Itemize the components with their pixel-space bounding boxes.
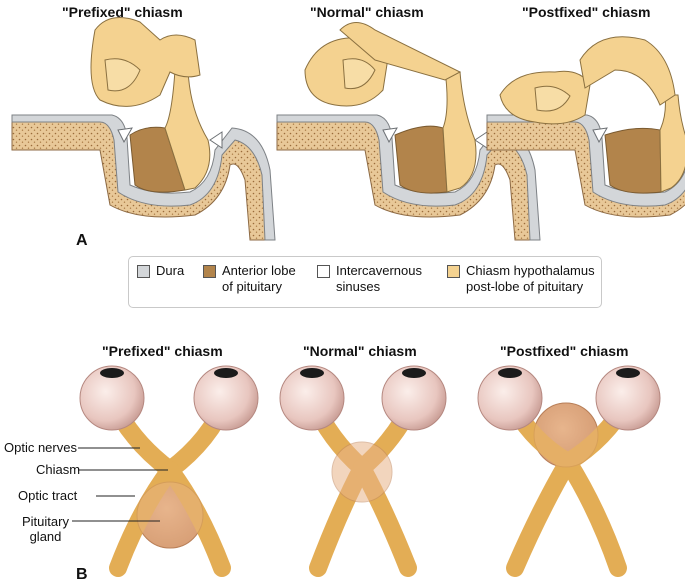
eyeball-right bbox=[381, 365, 447, 431]
legend-item-dura: Dura bbox=[137, 263, 184, 279]
legend-label-chiasm-hypothalamus: Chiasm hypothalamus post-lobe of pituita… bbox=[466, 263, 595, 294]
prefixed-optic-diagram bbox=[79, 365, 259, 577]
pituitary-gland-overlay bbox=[136, 481, 204, 549]
pituitary-gland-overlay bbox=[533, 402, 599, 468]
optic-tract-right bbox=[161, 461, 231, 577]
legend-item-chiasm-hypothalamus: Chiasm hypothalamus post-lobe of pituita… bbox=[447, 263, 595, 295]
pupil-right bbox=[402, 368, 426, 378]
label-pituitary-gland: Pituitary gland bbox=[22, 514, 69, 544]
legend-swatch-dura bbox=[137, 265, 150, 278]
panel-a-letter: A bbox=[76, 232, 88, 249]
panel-b-title-postfixed: "Postfixed" chiasm bbox=[500, 343, 629, 359]
intercavernous-sinus bbox=[382, 127, 398, 144]
legend-swatch-chiasm-hypothalamus bbox=[447, 265, 460, 278]
postfixed-optic-diagram bbox=[477, 365, 661, 577]
legend-item-intercavernous-sinuses: Intercavernous sinuses bbox=[317, 263, 422, 295]
panel-a-title-normal: "Normal" chiasm bbox=[310, 4, 424, 20]
panel-b-letter: B bbox=[76, 566, 88, 583]
normal-optic-diagram bbox=[279, 365, 447, 577]
panel-a-title-postfixed: "Postfixed" chiasm bbox=[522, 4, 651, 20]
prefixed-sagittal-diagram bbox=[11, 17, 276, 241]
pupil-right bbox=[214, 368, 238, 378]
legend-swatch-anterior-lobe bbox=[203, 265, 216, 278]
normal-sagittal-diagram bbox=[276, 22, 541, 241]
pupil-left bbox=[498, 368, 522, 378]
eyeball-left bbox=[79, 365, 145, 431]
eyeball-left bbox=[279, 365, 345, 431]
pupil-left bbox=[300, 368, 324, 378]
optic-tract-left bbox=[506, 453, 577, 577]
panel-a-sagittal-illustration bbox=[11, 17, 685, 241]
label-optic-tract: Optic tract bbox=[18, 488, 78, 503]
optic-tract-right bbox=[559, 453, 627, 577]
legend-label-intercavernous-sinuses: Intercavernous sinuses bbox=[336, 263, 422, 294]
legend-label-dura: Dura bbox=[156, 263, 185, 278]
pupil-left bbox=[100, 368, 124, 378]
intercavernous-sinus bbox=[592, 127, 608, 144]
legend-label-anterior-lobe: Anterior lobe of pituitary bbox=[222, 263, 296, 294]
label-optic-nerves: Optic nerves bbox=[4, 440, 77, 455]
pupil-right bbox=[616, 368, 640, 378]
panel-b-title-prefixed: "Prefixed" chiasm bbox=[102, 343, 223, 359]
optic-tract-left bbox=[109, 461, 179, 577]
legend-item-anterior-lobe: Anterior lobe of pituitary bbox=[203, 263, 296, 295]
intercavernous-sinus bbox=[209, 131, 223, 149]
eyeball-right bbox=[193, 365, 259, 431]
label-chiasm: Chiasm bbox=[36, 462, 81, 477]
posterior-lobe-stalk bbox=[659, 94, 685, 193]
posterior-lobe-stalk bbox=[164, 69, 211, 191]
legend: Dura Anterior lobe of pituitary Intercav… bbox=[128, 256, 602, 308]
panel-a-title-prefixed: "Prefixed" chiasm bbox=[62, 4, 183, 20]
legend-swatch-intercavernous-sinuses bbox=[317, 265, 330, 278]
panel-b-title-normal: "Normal" chiasm bbox=[303, 343, 417, 359]
eyeball-left bbox=[477, 365, 543, 431]
intercavernous-sinus bbox=[117, 127, 133, 144]
postfixed-sagittal-diagram bbox=[486, 36, 685, 218]
posterior-lobe-stalk bbox=[442, 69, 477, 193]
eyeball-right bbox=[595, 365, 661, 431]
pituitary-gland bbox=[331, 441, 393, 503]
